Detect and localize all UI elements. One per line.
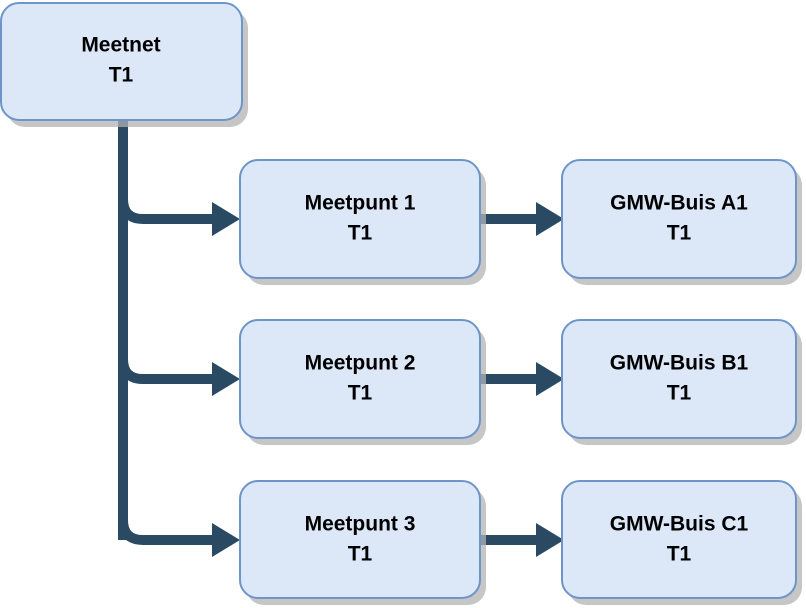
node-title: Meetpunt 3	[305, 513, 416, 536]
node-title: Meetpunt 2	[305, 352, 416, 375]
edge-meetpunt-2-to-gmw-buis-b1[interactable]	[480, 362, 564, 396]
connector-layer	[118, 118, 564, 557]
node-body	[239, 159, 481, 279]
edge-meetpunt-3-to-gmw-buis-c1[interactable]	[480, 523, 564, 557]
node-body	[561, 319, 797, 439]
node-gmw-buis-c1[interactable]: GMW-Buis C1 T1	[561, 480, 802, 605]
node-body	[239, 319, 481, 439]
edge-meetnet-to-meetpunt-3[interactable]	[118, 519, 240, 557]
node-title: GMW-Buis A1	[610, 192, 748, 215]
node-subtitle: T1	[667, 382, 692, 405]
edge-meetnet-to-meetpunt-1[interactable]	[118, 198, 240, 236]
node-title: Meetnet	[81, 34, 160, 57]
arrowhead-icon	[212, 362, 240, 396]
arrowhead-icon	[212, 202, 240, 236]
node-title: Meetpunt 1	[305, 192, 416, 215]
arrowhead-icon	[536, 523, 564, 557]
node-meetnet[interactable]: Meetnet T1	[0, 2, 248, 127]
node-subtitle: T1	[667, 543, 692, 566]
node-gmw-buis-b1[interactable]: GMW-Buis B1 T1	[561, 319, 802, 445]
arrowhead-icon	[536, 202, 564, 236]
node-subtitle: T1	[348, 543, 373, 566]
arrowhead-icon	[212, 523, 240, 557]
edge-meetpunt-1-to-gmw-buis-a1[interactable]	[480, 202, 564, 236]
edge-path	[118, 198, 214, 224]
node-body	[561, 480, 797, 599]
node-meetpunt-2[interactable]: Meetpunt 2 T1	[239, 319, 486, 445]
node-title: GMW-Buis B1	[610, 352, 749, 375]
node-gmw-buis-a1[interactable]: GMW-Buis A1 T1	[561, 159, 802, 285]
node-body	[0, 2, 243, 121]
node-meetpunt-3[interactable]: Meetpunt 3 T1	[239, 480, 486, 605]
node-subtitle: T1	[348, 382, 373, 405]
node-body	[239, 480, 481, 599]
node-subtitle: T1	[109, 64, 134, 87]
node-subtitle: T1	[348, 222, 373, 245]
edge-meetnet-to-meetpunt-2[interactable]	[118, 358, 240, 396]
arrowhead-icon	[536, 362, 564, 396]
node-body	[561, 159, 797, 279]
node-title: GMW-Buis C1	[610, 513, 749, 536]
edge-path	[118, 519, 214, 545]
node-meetpunt-1[interactable]: Meetpunt 1 T1	[239, 159, 486, 285]
node-subtitle: T1	[667, 222, 692, 245]
edge-path	[118, 358, 214, 384]
